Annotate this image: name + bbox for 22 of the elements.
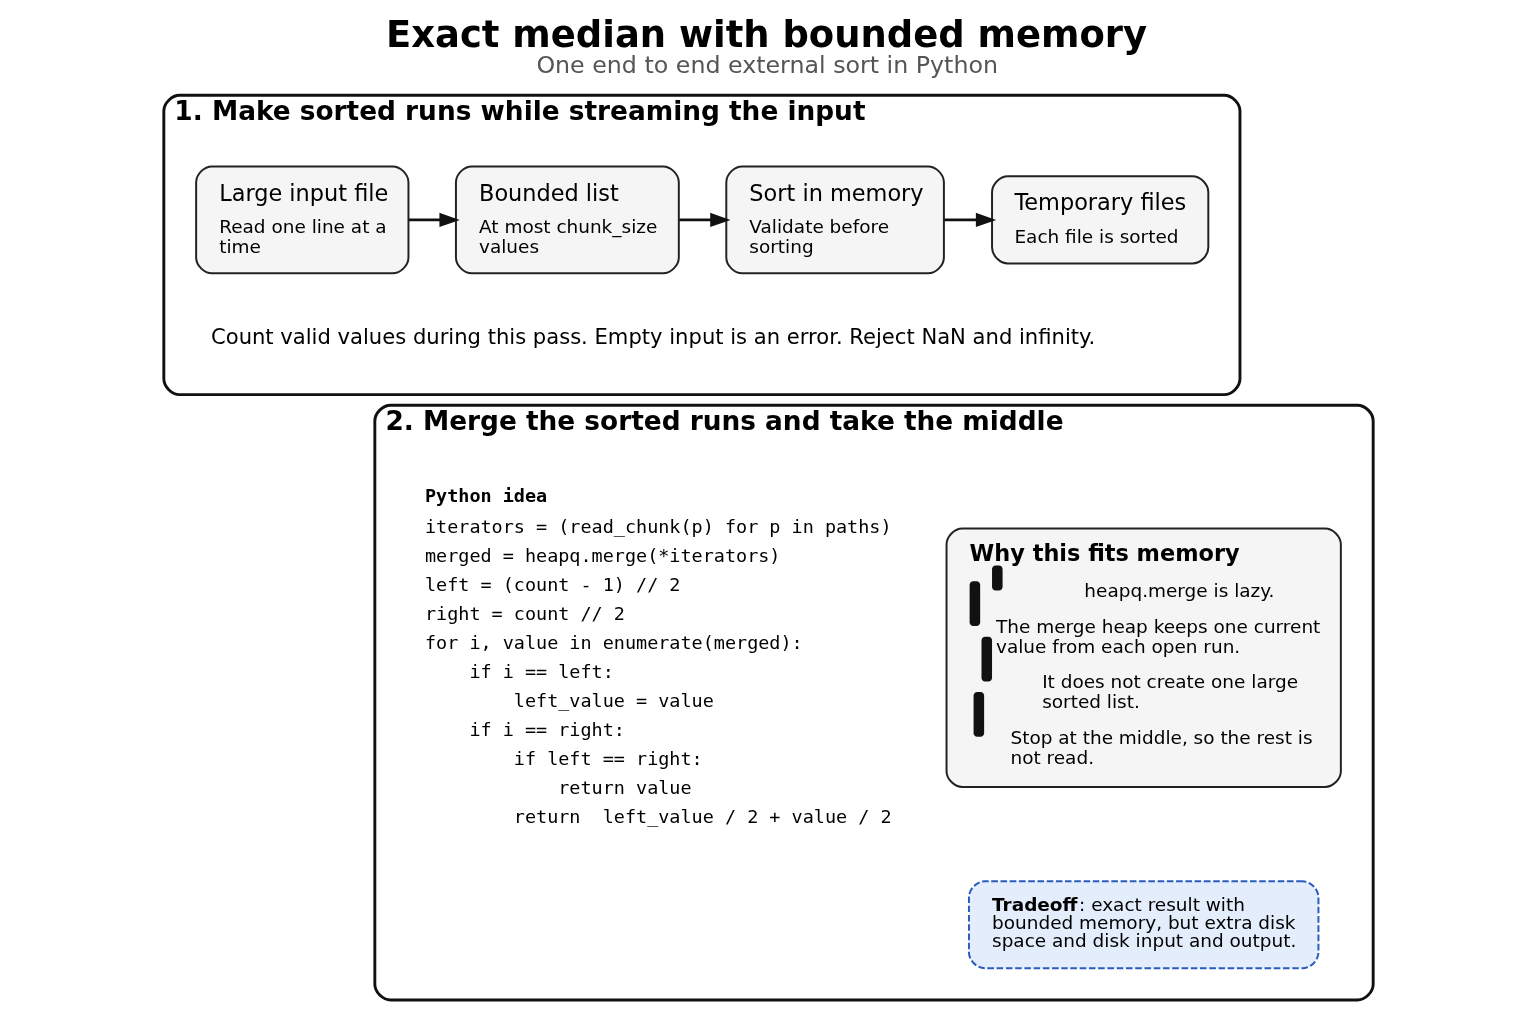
arrow <box>678 212 731 227</box>
label: return left_value / 2 + value / 2 <box>513 805 892 827</box>
node-box: Why this fits memory heapq.merge is lazy. The merge heap keeps one current value from each open run. It does not create one large sorted list. Stop at the middle, so the rest is not read. <box>945 527 1342 788</box>
node-box: Large input file Read one line at a time <box>194 165 409 275</box>
label: merged = heapq.merge(*iterators) <box>424 544 780 566</box>
label: right = count // 2 <box>424 602 625 624</box>
label: return value <box>557 776 692 798</box>
label: Python idea <box>424 485 547 507</box>
node-box: Bounded list At most chunk_size values <box>454 165 680 275</box>
label: left_value = value <box>513 689 714 711</box>
label: Count valid values during this pass. Empty input is an error. Reject NaN and infinity. <box>210 324 1095 350</box>
label: if left == right: <box>513 747 703 769</box>
label: if i == right: <box>468 718 625 740</box>
arrow <box>943 212 996 227</box>
label: left = (count - 1) // 2 <box>424 573 680 595</box>
node-box: Sort in memory Validate before sorting <box>724 165 945 275</box>
label: if i == left: <box>468 660 614 682</box>
label: for i, value in enumerate(merged): <box>424 631 803 653</box>
node-box: Tradeoff: exact result with bounded memory, but extra disk space and disk input and output. <box>967 880 1319 970</box>
label: iterators = (read_chunk(p) for p in paths) <box>424 515 892 537</box>
node-box: Temporary files Each file is sorted <box>990 175 1209 265</box>
arrow <box>408 212 460 227</box>
